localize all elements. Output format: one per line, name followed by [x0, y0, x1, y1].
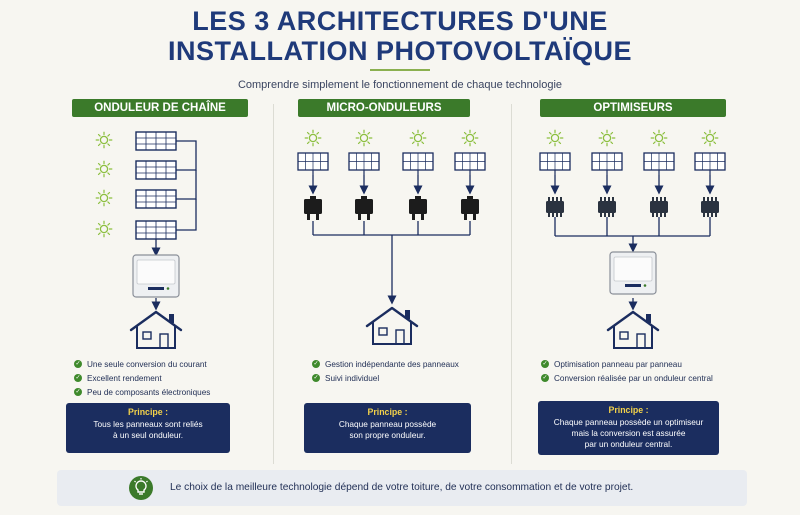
solar-panel-icon	[454, 152, 486, 176]
sun-icon	[598, 129, 616, 147]
solar-panel-icon	[135, 189, 177, 209]
house-icon	[606, 310, 660, 350]
principle-label: Principe :	[127, 407, 169, 417]
sun-icon	[355, 129, 373, 147]
footer-text: Le choix de la meilleure technologie dép…	[170, 482, 634, 493]
feature-item: ✓Suivi individuel	[312, 373, 380, 383]
house-icon	[129, 310, 183, 350]
solar-panel-icon	[135, 131, 177, 151]
house-icon	[365, 306, 419, 346]
feature-item: ✓Optimisation panneau par panneau	[541, 359, 682, 369]
principle-text: par un onduleur central.	[584, 439, 673, 449]
principle-label: Principe :	[367, 407, 408, 417]
column-heading-string-inverter: ONDULEUR DE CHAÎNE	[72, 99, 248, 117]
title-underline	[370, 69, 430, 71]
principle-box: Principe : Chaque panneau possède un opt…	[538, 401, 719, 455]
solar-panel-icon	[694, 152, 726, 176]
optimizer-icon	[598, 197, 616, 217]
solar-panel-icon	[348, 152, 380, 176]
sun-icon	[461, 129, 479, 147]
check-icon: ✓	[541, 359, 549, 368]
column-divider	[273, 104, 274, 464]
principle-box: Principe : Chaque panneau possède son pr…	[304, 403, 471, 453]
check-icon: ✓	[74, 387, 82, 396]
solar-panel-icon	[297, 152, 329, 176]
inverter-icon	[132, 254, 180, 298]
principle-text: Chaque panneau possède un optimiseur	[553, 417, 704, 427]
solar-panel-icon	[591, 152, 623, 176]
feature-item: ✓Une seule conversion du courant	[74, 359, 207, 369]
feature-item: ✓Peu de composants électroniques	[74, 387, 211, 397]
sun-icon	[701, 129, 719, 147]
page-title-line1: LES 3 ARCHITECTURES D'UNE	[192, 6, 608, 36]
micro-inverter-icon	[461, 196, 479, 220]
micro-inverter-diagram	[297, 129, 486, 346]
optimizer-icon	[546, 197, 564, 217]
optimizer-icon	[650, 197, 668, 217]
sun-icon	[95, 160, 113, 178]
feature-item: ✓Gestion indépendante des panneaux	[312, 359, 459, 369]
optimizer-diagram	[539, 129, 726, 350]
sun-icon	[304, 129, 322, 147]
string-inverter-diagram	[95, 131, 197, 350]
principle-text: Tous les panneaux sont reliés	[93, 419, 203, 429]
sun-icon	[95, 220, 113, 238]
column-divider	[511, 104, 512, 464]
inverter-icon	[609, 251, 657, 295]
sun-icon	[650, 129, 668, 147]
column-heading-micro-inverters: MICRO-ONDULEURS	[298, 99, 470, 117]
column-heading-optimizers: OPTIMISEURS	[540, 99, 726, 117]
check-icon: ✓	[312, 359, 320, 368]
principle-label: Principe :	[608, 405, 649, 415]
solar-panel-icon	[135, 160, 177, 180]
check-icon: ✓	[312, 373, 320, 382]
check-icon: ✓	[541, 373, 549, 382]
solar-panel-icon	[539, 152, 571, 176]
sun-icon	[546, 129, 564, 147]
micro-inverter-icon	[355, 196, 373, 220]
micro-inverter-icon	[409, 196, 427, 220]
sun-icon	[95, 189, 113, 207]
check-icon: ✓	[74, 373, 82, 382]
feature-item: ✓Conversion réalisée par un onduleur cen…	[541, 373, 713, 383]
principle-text: son propre onduleur.	[349, 430, 426, 440]
sun-icon	[409, 129, 427, 147]
solar-panel-icon	[402, 152, 434, 176]
lightbulb-icon	[129, 476, 153, 500]
footer-note: Le choix de la meilleure technologie dép…	[57, 470, 747, 506]
page-title-line2: INSTALLATION PHOTOVOLTAÏQUE	[168, 36, 632, 66]
principle-box: Principe : Tous les panneaux sont reliés…	[66, 403, 230, 453]
check-icon: ✓	[74, 359, 82, 368]
feature-item: ✓Excellent rendement	[74, 373, 162, 383]
principle-text: Chaque panneau possède	[338, 419, 437, 429]
sun-icon	[95, 131, 113, 149]
optimizer-icon	[701, 197, 719, 217]
principle-text: à un seul onduleur.	[112, 430, 184, 440]
principle-text: mais la conversion est assurée	[571, 428, 686, 438]
page-subtitle: Comprendre simplement le fonctionnement …	[237, 79, 563, 91]
solar-panel-icon	[643, 152, 675, 176]
micro-inverter-icon	[304, 196, 322, 220]
solar-panel-icon	[135, 220, 177, 240]
